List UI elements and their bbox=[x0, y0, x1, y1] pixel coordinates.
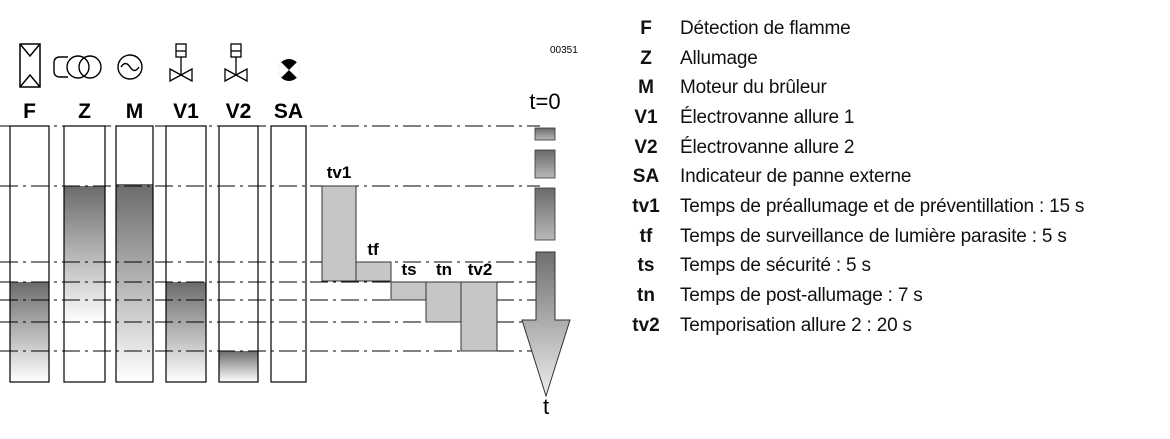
legend-row: F Détection de flamme bbox=[612, 14, 1170, 44]
phase-block-tf bbox=[355, 261, 392, 282]
legend-description: Électrovanne allure 2 bbox=[680, 136, 855, 158]
legend-key: ts bbox=[637, 255, 655, 277]
legend-key: V1 bbox=[634, 106, 658, 128]
legend-description: Temps de sécurité : 5 s bbox=[680, 255, 871, 277]
legend-row: SA Indicateur de panne externe bbox=[612, 162, 1170, 192]
valve-icon bbox=[224, 43, 248, 83]
legend-row: M Moteur du brûleur bbox=[612, 73, 1170, 103]
column-bars bbox=[9, 125, 307, 383]
burner-sequence-diagram: F Z M V1 V2 SA tv1 tf ts tn tv2 bbox=[0, 43, 578, 419]
t-label: t bbox=[543, 394, 549, 419]
legend-row: tv2 Temporisation allure 2 : 20 s bbox=[612, 311, 1170, 341]
phase-block-tn bbox=[425, 281, 462, 323]
legend-row: tv1 Temps de préallumage et de préventill… bbox=[612, 192, 1170, 222]
bar-V1 bbox=[166, 282, 206, 382]
legend-description: Temps de préallumage et de préventillati… bbox=[680, 195, 1085, 217]
flame-detector-icon bbox=[19, 43, 41, 88]
legend-description: Allumage bbox=[680, 47, 758, 69]
bar-V2 bbox=[219, 351, 258, 382]
column-label-f: F bbox=[23, 100, 36, 123]
phase-label-tv1: tv1 bbox=[327, 163, 352, 182]
legend-key: tn bbox=[637, 285, 655, 307]
legend-row: tn Temps de post-allumage : 7 s bbox=[612, 281, 1170, 311]
legend-key: tv1 bbox=[632, 195, 660, 217]
legend-description: Détection de flamme bbox=[680, 17, 851, 39]
legend-key: V2 bbox=[634, 136, 658, 158]
legend-description: Électrovanne allure 1 bbox=[680, 106, 855, 128]
legend-row: V1 Électrovanne allure 1 bbox=[612, 103, 1170, 133]
legend-row: ts Temps de sécurité : 5 s bbox=[612, 252, 1170, 282]
legend-description: Temps de post-allumage : 7 s bbox=[680, 285, 923, 307]
legend-row: Z Allumage bbox=[612, 44, 1170, 74]
figure-code: 00351 bbox=[550, 45, 578, 56]
phase-label-tn: tn bbox=[436, 260, 452, 279]
bar-Z bbox=[64, 186, 105, 323]
motor-icon bbox=[117, 54, 143, 80]
phase-block-tv2 bbox=[460, 281, 498, 352]
legend-key: tv2 bbox=[632, 314, 660, 336]
alarm-lamp-icon bbox=[277, 59, 301, 81]
column-label-z: Z bbox=[78, 100, 91, 123]
phase-label-tf: tf bbox=[367, 240, 379, 259]
legend-key: Z bbox=[640, 47, 652, 69]
phase-block-ts bbox=[390, 281, 427, 301]
legend-key: F bbox=[640, 17, 652, 39]
bar-M bbox=[116, 184, 153, 382]
ignition-transformer-icon bbox=[53, 55, 102, 79]
legend-description: Temps de surveillance de lumière parasit… bbox=[680, 225, 1067, 247]
valve-icon bbox=[169, 43, 193, 83]
legend-description: Temporisation allure 2 : 20 s bbox=[680, 314, 912, 336]
bar-F bbox=[10, 282, 49, 382]
phase-label-tv2: tv2 bbox=[468, 260, 493, 279]
legend-key: SA bbox=[632, 166, 660, 188]
phase-block-tv1 bbox=[321, 185, 357, 282]
phase-label-ts: ts bbox=[401, 260, 416, 279]
phase-staircase bbox=[321, 185, 498, 352]
column-label-v1: V1 bbox=[173, 100, 199, 123]
column-label-m: M bbox=[126, 100, 144, 123]
column-label-v2: V2 bbox=[226, 100, 252, 123]
legend-key: tf bbox=[639, 225, 653, 247]
legend-description: Moteur du brûleur bbox=[680, 77, 827, 99]
column-label-sa: SA bbox=[274, 100, 303, 123]
t0-label: t=0 bbox=[529, 89, 560, 114]
legend-row: tf Temps de surveillance de lumière paras… bbox=[612, 222, 1170, 252]
time-arrow bbox=[521, 127, 571, 398]
legend-row: V2 Électrovanne allure 2 bbox=[612, 133, 1170, 163]
legend-key: M bbox=[638, 77, 654, 99]
legend-description: Indicateur de panne externe bbox=[680, 166, 912, 188]
